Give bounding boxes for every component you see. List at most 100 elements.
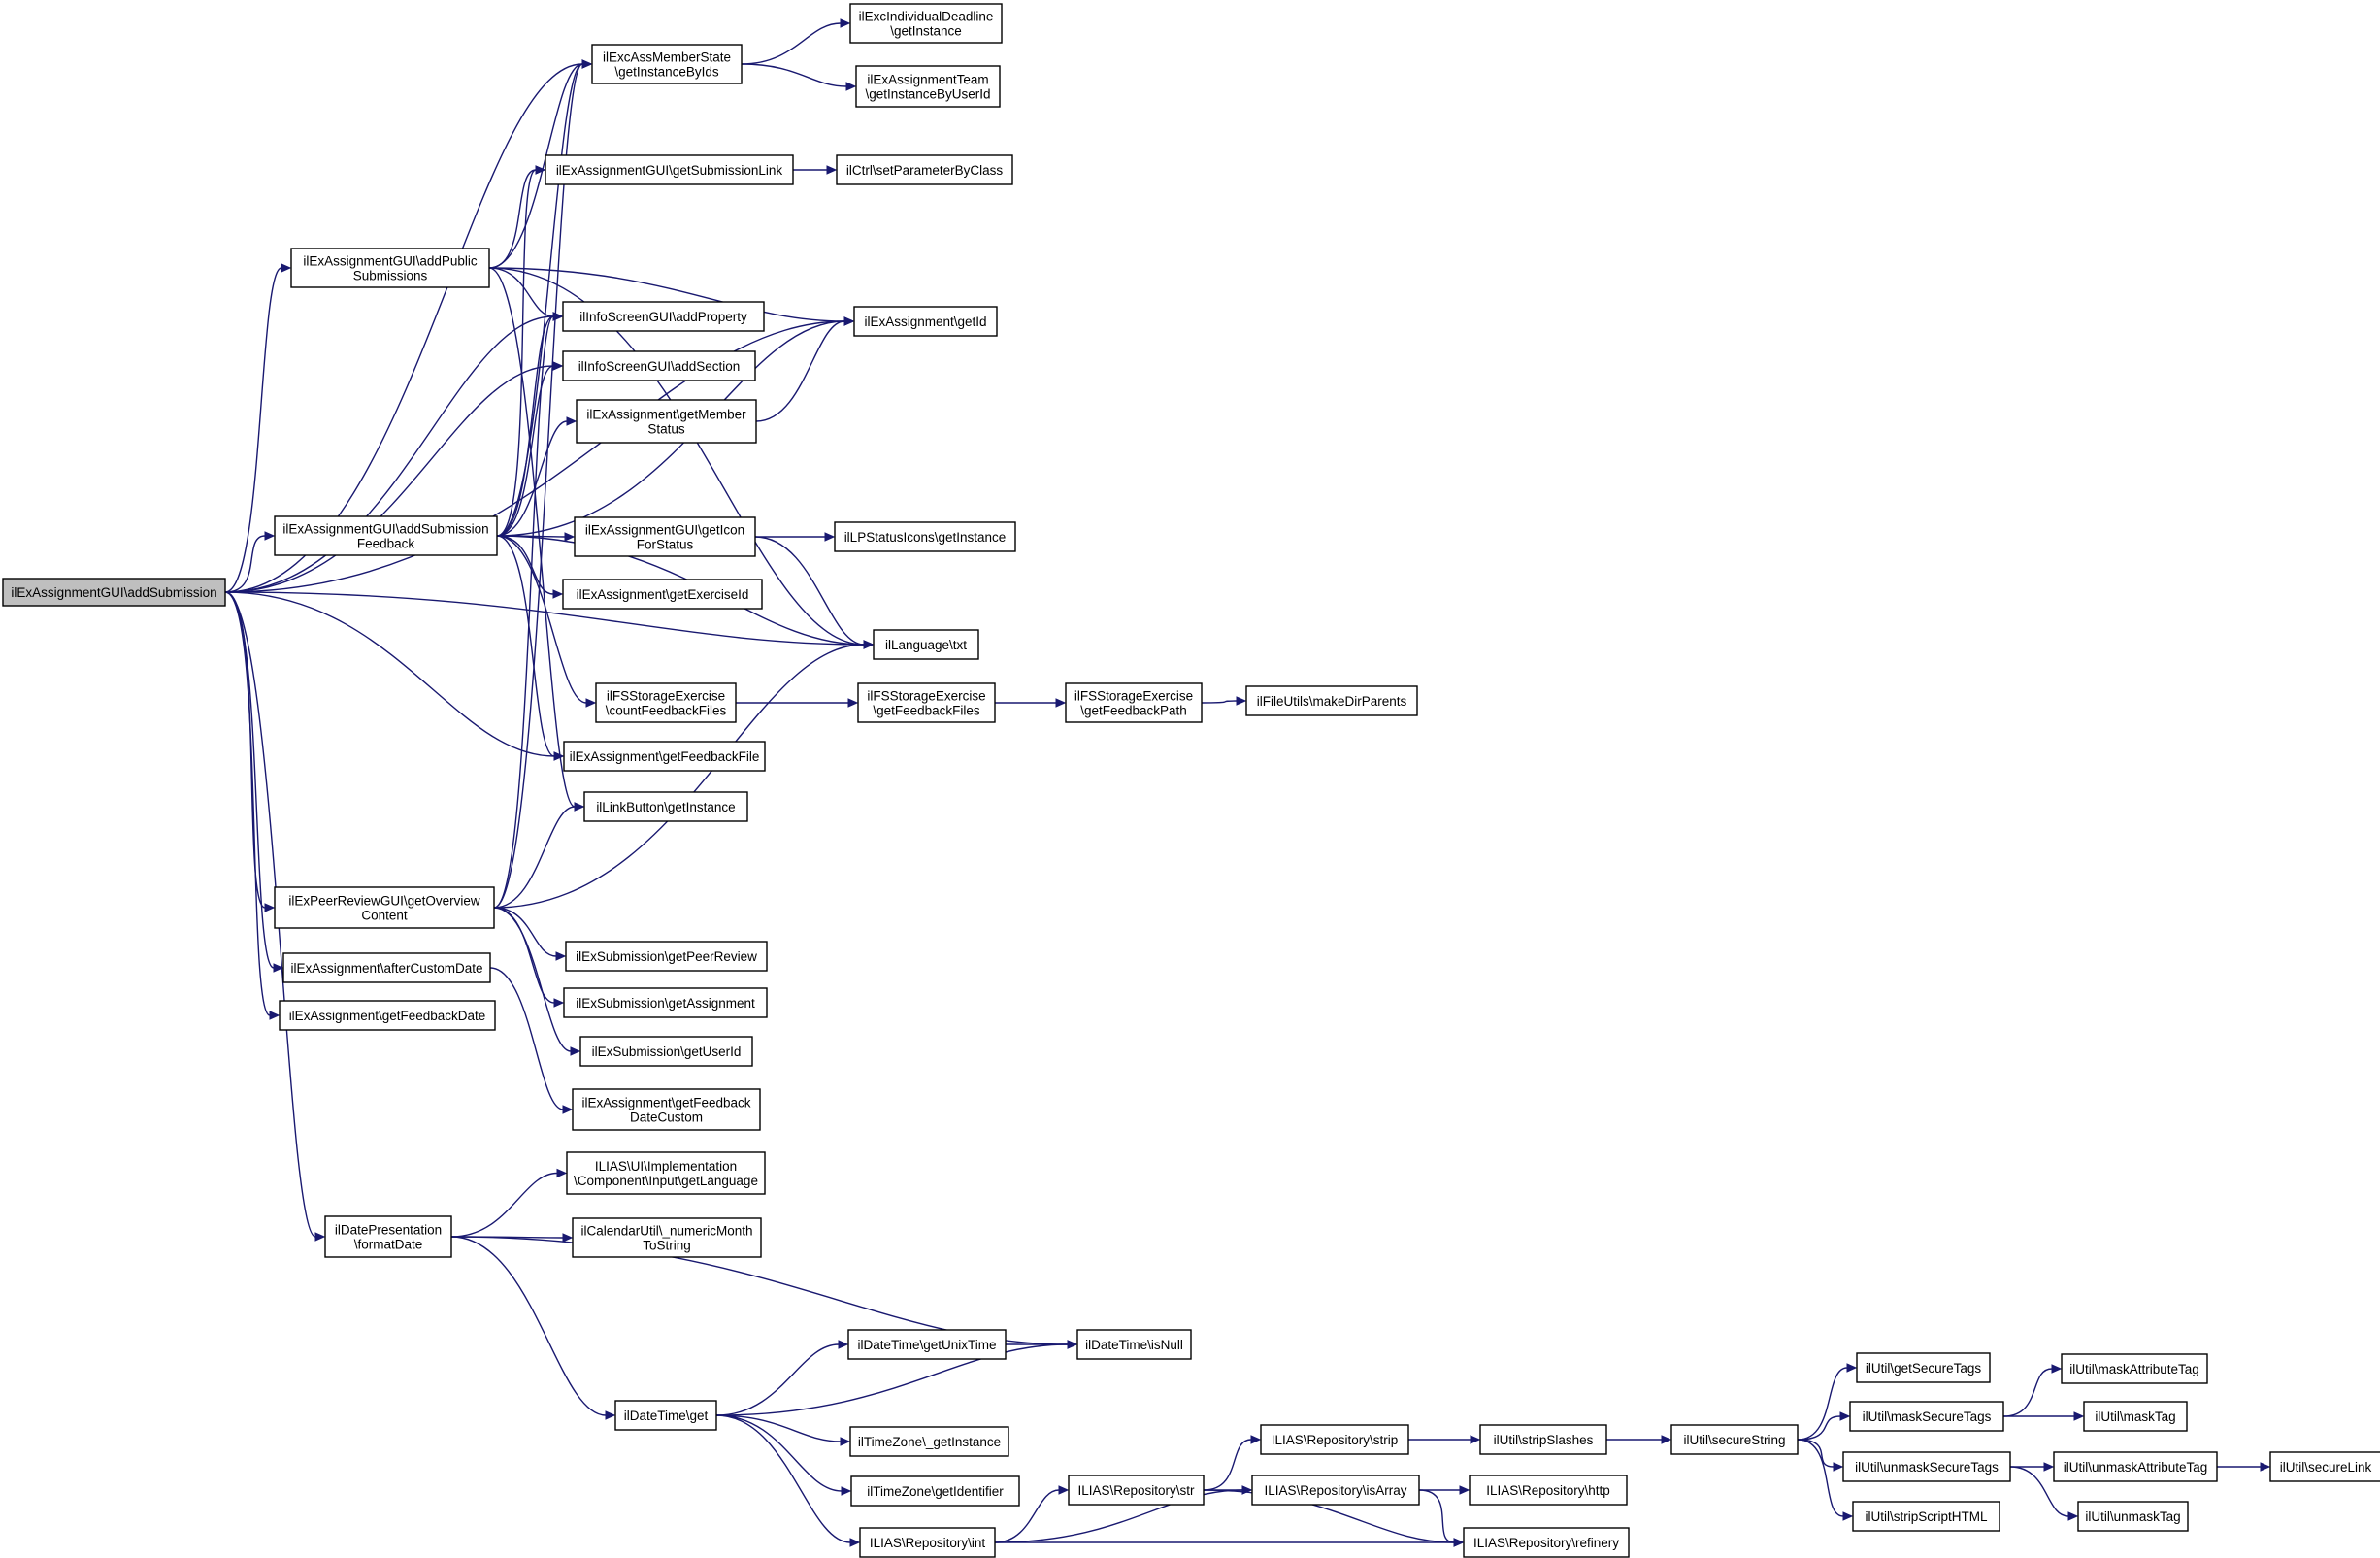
node-repostrip[interactable]: ILIAS\Repository\strip bbox=[1260, 1424, 1409, 1455]
node-masksecuretags[interactable]: ilUtil\maskSecureTags bbox=[1849, 1401, 2004, 1432]
node-getfbpath[interactable]: ilFSStorageExercise\getFeedbackPath bbox=[1065, 682, 1203, 723]
node-unixtime[interactable]: ilDateTime\getUnixTime bbox=[847, 1329, 1007, 1360]
node-uilang[interactable]: ILIAS\UI\Implementation\Component\Input\… bbox=[566, 1151, 766, 1195]
node-repohttp[interactable]: ILIAS\Repository\http bbox=[1469, 1475, 1628, 1506]
edge-line bbox=[715, 1414, 843, 1492]
node-label: ilExSubmission\getAssignment bbox=[576, 996, 755, 1011]
node-label: ilExAssignmentTeam bbox=[867, 73, 988, 87]
node-box bbox=[873, 629, 979, 660]
node-label: ilExAssignment\getFeedbackFile bbox=[570, 749, 760, 764]
edge-masksecuretags-to-masktag bbox=[2002, 1411, 2085, 1421]
node-formatdate[interactable]: ilDatePresentation\formatDate bbox=[324, 1215, 452, 1258]
node-sublink[interactable]: ilExAssignmentGUI\getSubmissionLink bbox=[545, 154, 794, 185]
node-isnull[interactable]: ilDateTime\isNull bbox=[1076, 1329, 1192, 1360]
edge-peerreview-to-getassign bbox=[493, 907, 565, 1008]
node-getpeer[interactable]: ilExSubmission\getPeerReview bbox=[565, 941, 768, 972]
node-root[interactable]: ilExAssignmentGUI\addSubmission bbox=[2, 578, 226, 607]
edge-line bbox=[741, 63, 847, 87]
node-getsecuretags[interactable]: ilUtil\getSecureTags bbox=[1856, 1352, 1991, 1383]
node-label: ilExAssignment\afterCustomDate bbox=[290, 961, 482, 976]
node-label: ilTimeZone\getIdentifier bbox=[867, 1484, 1004, 1499]
node-securestring[interactable]: ilUtil\secureString bbox=[1670, 1424, 1799, 1455]
node-getuserid[interactable]: ilExSubmission\getUserId bbox=[579, 1036, 753, 1067]
node-unmasksecuretags[interactable]: ilUtil\unmaskSecureTags bbox=[1842, 1451, 2011, 1482]
node-masktag[interactable]: ilUtil\maskTag bbox=[2083, 1401, 2188, 1432]
node-repoint[interactable]: ILIAS\Repository\int bbox=[859, 1527, 996, 1558]
node-tzident[interactable]: ilTimeZone\getIdentifier bbox=[850, 1475, 1020, 1507]
edge-subfeedback-to-countfb bbox=[496, 535, 597, 708]
node-stripscript[interactable]: ilUtil\stripScriptHTML bbox=[1852, 1501, 2000, 1532]
node-dtget[interactable]: ilDateTime\get bbox=[614, 1400, 717, 1431]
edge-line bbox=[488, 63, 583, 269]
node-unmaskattrtag[interactable]: ilUtil\unmaskAttributeTag bbox=[2053, 1451, 2218, 1482]
edge-line bbox=[493, 806, 576, 909]
node-label: \getInstanceByUserId bbox=[865, 87, 990, 102]
edge-arrowhead bbox=[824, 532, 836, 542]
edge-root-to-getfbdate bbox=[224, 591, 281, 1020]
node-memberstate[interactable]: ilExcAssMemberState\getInstanceByIds bbox=[591, 44, 743, 84]
edge-arrowhead bbox=[264, 531, 276, 541]
node-langtxt[interactable]: ilLanguage\txt bbox=[873, 629, 979, 660]
edge-root-to-aftercustom bbox=[224, 591, 284, 973]
node-securelink[interactable]: ilUtil\secureLink bbox=[2269, 1451, 2380, 1482]
node-deadline[interactable]: ilExcIndividualDeadline\getInstance bbox=[849, 3, 1003, 44]
edge-line bbox=[1418, 1489, 1455, 1543]
node-tzinst[interactable]: ilTimeZone\_getInstance bbox=[849, 1426, 1009, 1457]
node-repostr[interactable]: ILIAS\Repository\str bbox=[1068, 1475, 1205, 1506]
edge-arrowhead bbox=[1470, 1435, 1481, 1444]
node-linkbtn[interactable]: ilLinkButton\getInstance bbox=[583, 791, 748, 822]
node-aftercustom[interactable]: ilExAssignment\afterCustomDate bbox=[282, 952, 491, 983]
edge-memberstate-to-deadline bbox=[741, 18, 851, 65]
edge-line bbox=[224, 591, 555, 757]
edge-subfeedback-to-memberstate bbox=[496, 59, 593, 537]
node-makedir[interactable]: ilFileUtils\makeDirParents bbox=[1245, 685, 1418, 716]
node-getid[interactable]: ilExAssignment\getId bbox=[853, 306, 998, 337]
node-box bbox=[857, 682, 996, 723]
node-addsec[interactable]: ilInfoScreenGUI\addSection bbox=[562, 350, 756, 381]
node-lpicons[interactable]: ilLPStatusIcons\getInstance bbox=[834, 521, 1016, 552]
node-label: ilExAssignmentGUI\addPublic bbox=[303, 254, 478, 269]
node-exerciseid[interactable]: ilExAssignment\getExerciseId bbox=[562, 579, 763, 610]
edge-pubsub-to-sublink bbox=[488, 165, 546, 269]
node-countfb[interactable]: ilFSStorageExercise\countFeedbackFiles bbox=[595, 682, 737, 723]
node-ctrl[interactable]: ilCtrl\setParameterByClass bbox=[836, 154, 1013, 185]
node-team[interactable]: ilExAssignmentTeam\getInstanceByUserId bbox=[855, 65, 1001, 108]
node-unmasktag[interactable]: ilUtil\unmaskTag bbox=[2077, 1501, 2189, 1532]
node-box bbox=[2053, 1451, 2218, 1482]
node-label: DateCustom bbox=[630, 1110, 703, 1125]
edge-repoint-to-reporefinery bbox=[994, 1538, 1465, 1547]
node-label: \formatDate bbox=[354, 1238, 423, 1252]
edge-securestring-to-stripscript bbox=[1797, 1439, 1854, 1521]
node-box bbox=[274, 515, 498, 556]
node-box bbox=[849, 3, 1003, 44]
node-getfbdate[interactable]: ilExAssignment\getFeedbackDate bbox=[279, 1000, 496, 1031]
node-label: ilExAssignment\getId bbox=[864, 315, 986, 329]
node-label: ILIAS\Repository\strip bbox=[1272, 1433, 1399, 1447]
edge-arrowhead bbox=[847, 698, 859, 708]
node-label: ToString bbox=[643, 1239, 691, 1253]
edge-sublink-to-ctrl bbox=[793, 165, 838, 175]
node-box bbox=[545, 154, 794, 185]
node-getassign[interactable]: ilExSubmission\getAssignment bbox=[563, 987, 768, 1018]
edge-line bbox=[715, 1343, 840, 1416]
edge-line bbox=[224, 267, 282, 593]
node-label: ILIAS\Repository\int bbox=[870, 1536, 986, 1550]
node-label: ilUtil\maskSecureTags bbox=[1863, 1409, 1992, 1424]
node-getfbfiles[interactable]: ilFSStorageExercise\getFeedbackFiles bbox=[857, 682, 996, 723]
node-reporefinery[interactable]: ILIAS\Repository\refinery bbox=[1463, 1527, 1630, 1558]
node-label: \getInstance bbox=[890, 24, 962, 39]
node-repoisarray[interactable]: ILIAS\Repository\isArray bbox=[1251, 1475, 1420, 1506]
node-addprop[interactable]: ilInfoScreenGUI\addProperty bbox=[562, 301, 765, 332]
node-maskattrtag[interactable]: ilUtil\maskAttributeTag bbox=[2061, 1353, 2208, 1384]
node-stripslashes[interactable]: ilUtil\stripSlashes bbox=[1479, 1424, 1607, 1455]
edge-line bbox=[1797, 1415, 1841, 1441]
edge-securestring-to-unmasksecuretags bbox=[1797, 1439, 1844, 1472]
node-getfbfile[interactable]: ilExAssignment\getFeedbackFile bbox=[563, 741, 766, 772]
